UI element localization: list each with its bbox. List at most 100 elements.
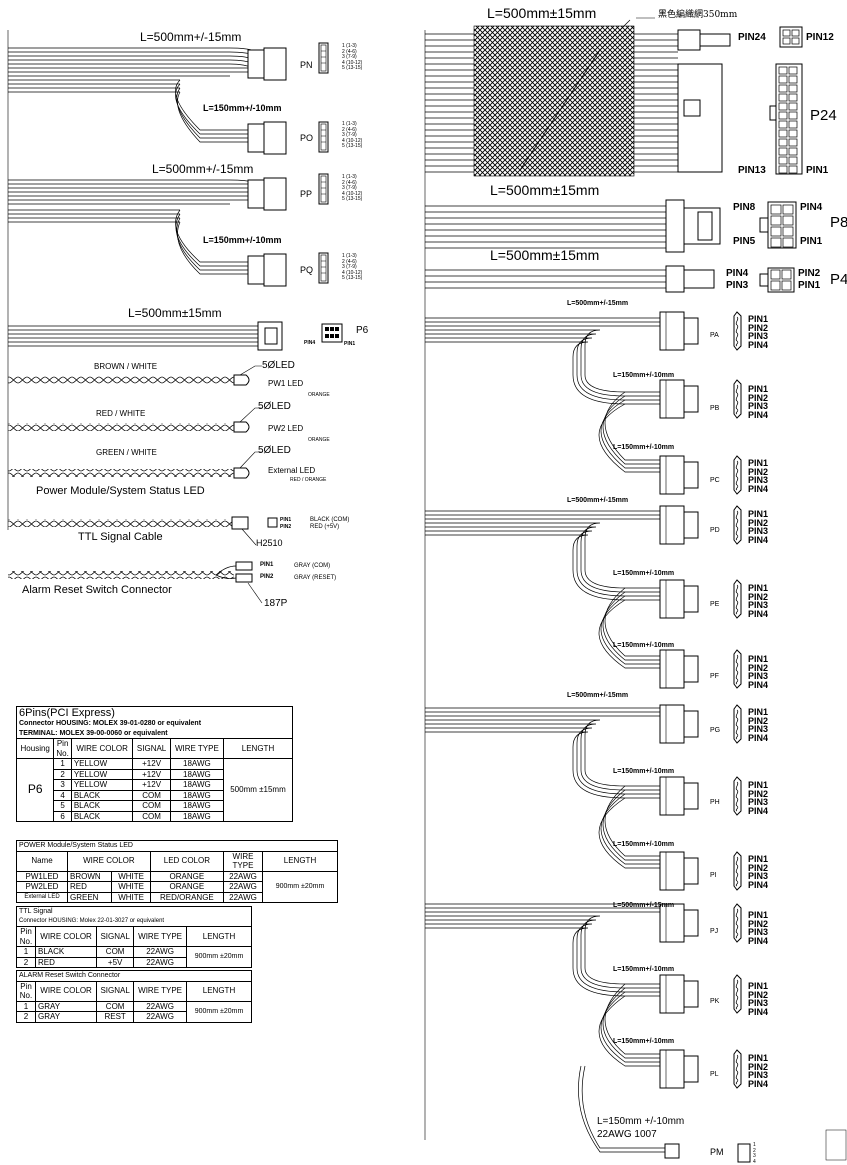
ttl-header-length: LENGTH	[186, 926, 252, 947]
pin-cell: 2	[16, 956, 36, 968]
pin-cell: 5	[53, 800, 72, 812]
ttl-header-pin: Pin No.	[16, 926, 36, 947]
ttl-cable-title: TTL Signal Cable	[78, 531, 163, 543]
p8-pin1-label: PIN1	[800, 236, 823, 247]
p6-connector-label: P6	[356, 325, 369, 336]
pe-length-label: L=150mm+/-10mm	[613, 570, 675, 577]
pci-length-cell: 500mm ±15mm	[223, 758, 293, 822]
signal-cell: COM	[132, 810, 171, 822]
type-cell: 22AWG	[133, 946, 187, 958]
led1-led-size: 5ØLED	[262, 360, 295, 371]
ttl-table-title: TTL Signal	[19, 908, 53, 915]
color-cell: BLACK	[70, 789, 134, 801]
ttl-header-color: WIRE COLOR	[34, 926, 98, 947]
led-header-name: Name	[16, 850, 68, 872]
signal-cell: COM	[96, 946, 135, 958]
led-table: POWER Module/System Status LED Name WIRE…	[16, 840, 338, 903]
type-cell: 22AWG	[133, 1011, 187, 1023]
pin-cell: 1	[53, 758, 72, 770]
signal-cell: +5V	[96, 956, 135, 968]
pin-cell: 4	[53, 789, 72, 801]
led1-led-color: ORANGE	[308, 392, 330, 398]
led2-wire-color: RED / WHITE	[96, 409, 146, 418]
alarm-pin1-label: PIN1	[260, 562, 274, 568]
type-cell: 18AWG	[169, 758, 225, 770]
pq-connector-label: PQ	[300, 265, 314, 275]
color-cell: BLACK	[70, 810, 134, 822]
p24-pin1-label: PIN1	[806, 165, 829, 176]
pe-connector-label: PE	[710, 601, 720, 608]
p6-pin4-label: PIN4	[304, 340, 316, 346]
signal-cell: +12V	[132, 779, 171, 791]
led3-wire-color: GREEN / WHITE	[96, 448, 157, 457]
alarm-header-pin: Pin No.	[16, 980, 36, 1002]
p24-pin24-label: PIN24	[738, 32, 766, 43]
led2-led-color: ORANGE	[308, 437, 330, 443]
type-cell: 18AWG	[169, 768, 225, 780]
ttl-connector-label: H2510	[256, 538, 283, 548]
ttl-pin1-desc: BLACK (COM)	[310, 517, 350, 523]
pc-connector-label: PC	[710, 477, 720, 484]
p6-length-label: L=500mm±15mm	[128, 306, 222, 320]
pb-length-label: L=150mm+/-10mm	[613, 372, 675, 379]
color-cell: RED	[34, 956, 98, 968]
p8-pin8-label: PIN8	[733, 202, 756, 213]
color-cell: GREEN	[66, 891, 113, 903]
color-cell: RED	[66, 881, 113, 893]
color-cell: YELLOW	[70, 779, 134, 791]
p4-pin1-label: PIN1	[798, 280, 821, 291]
alarm-length-cell: 900mm ±20mm	[186, 1000, 252, 1023]
pb-connector-label: PB	[710, 405, 720, 412]
name-cell: PW1LED	[16, 870, 68, 882]
ph-connector-label: PH	[710, 799, 720, 806]
alarm-header-type: WIRE TYPE	[133, 980, 187, 1002]
pin-cell: 2	[16, 1011, 36, 1023]
pa-length-label: L=500mm+/-15mm	[567, 300, 629, 307]
alarm-connector-label: 187P	[264, 598, 288, 609]
alarm-pin2-label: PIN2	[260, 574, 274, 580]
pd-length-label: L=500mm+/-15mm	[567, 497, 629, 504]
p8-pin5-label: PIN5	[733, 236, 756, 247]
p24-connector-label: P24	[810, 107, 837, 124]
p4-pin2-label: PIN2	[798, 268, 821, 279]
pci-housing-cell: P6	[15, 758, 55, 822]
ttl-table-note: Connector HOUSING: Molex 22-01-3027 or e…	[19, 917, 165, 924]
led2-name: PW2 LED	[268, 424, 304, 433]
pi-length-label: L=150mm+/-10mm	[613, 841, 675, 848]
type-cell: 22AWG	[133, 1000, 187, 1012]
color-cell: WHITE	[111, 881, 151, 893]
led-color-cell: ORANGE	[149, 870, 225, 882]
ttl-pin2-label: PIN2	[280, 524, 292, 530]
led-header-led: LED COLOR	[149, 850, 225, 872]
pm-length-label: L=150mm +/-10mm	[597, 1116, 685, 1127]
pci-table-housing-note: Connector HOUSING: MOLEX 39-01-0280 or e…	[19, 720, 202, 727]
pin-cell: 2	[53, 768, 72, 780]
alarm-header-length: LENGTH	[186, 980, 252, 1002]
led3-led-color: RED / ORANGE	[290, 477, 327, 483]
pci-table-title: 6Pins(PCI Express)	[19, 707, 115, 719]
pc-length-label: L=150mm+/-10mm	[613, 444, 675, 451]
pn-connector-label: PN	[300, 60, 313, 70]
alarm-header-signal: SIGNAL	[96, 980, 135, 1002]
p24-pin13-label: PIN13	[738, 165, 766, 176]
type-cell: 18AWG	[169, 800, 225, 812]
signal-cell: COM	[132, 789, 171, 801]
name-cell: PW2LED	[16, 881, 68, 893]
pf-length-label: L=150mm+/-10mm	[613, 642, 675, 649]
alarm-pin2-desc: GRAY (RESET)	[294, 575, 337, 581]
type-cell: 18AWG	[169, 779, 225, 791]
pp-length-label: L=500mm+/-15mm	[152, 162, 254, 176]
led-header-type: WIRE TYPE	[223, 850, 263, 872]
pa-connector-label: PA	[710, 332, 719, 339]
